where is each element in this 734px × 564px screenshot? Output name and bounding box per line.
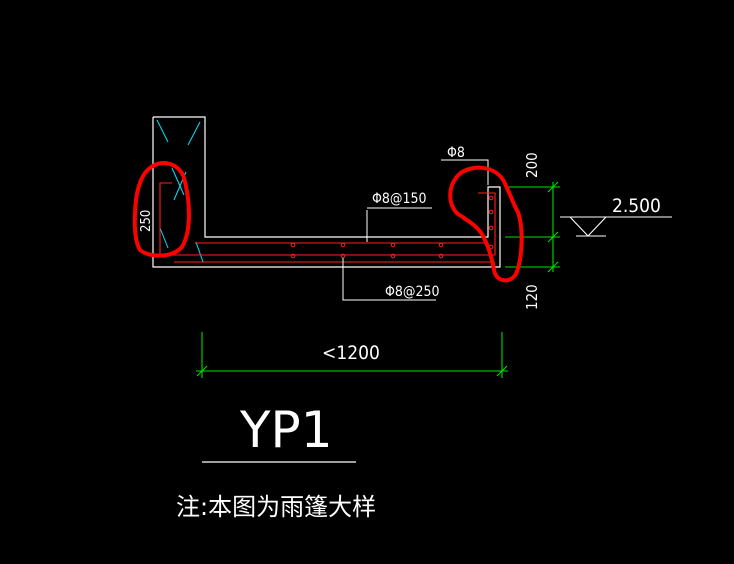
concrete-outline (152, 116, 501, 268)
bar-label-top: Φ8 (447, 145, 465, 161)
dim-right-200: 200 (523, 152, 541, 178)
markup-circle-right (448, 165, 524, 283)
span-dimension: <1200 (322, 342, 380, 364)
drawing-title: YP1 (239, 401, 333, 459)
rebar-dots (290, 195, 494, 259)
drawing-note: 注:本图为雨篷大样 (176, 493, 376, 521)
leader-lines (342, 159, 489, 301)
rebar-lines (159, 182, 496, 263)
dim-right-120: 120 (523, 284, 541, 310)
elevation-value: 2.500 (612, 195, 661, 217)
dimension-lines (196, 181, 560, 378)
bar-label-bottom: Φ8@250 (385, 284, 440, 300)
bar-label-mid: Φ8@150 (372, 191, 427, 207)
wall-hatch (156, 119, 204, 263)
dim-left-250: 250 (139, 210, 154, 232)
markup-circle-left (132, 161, 191, 258)
elevation-mark (560, 216, 672, 237)
markup-circles (132, 161, 524, 283)
